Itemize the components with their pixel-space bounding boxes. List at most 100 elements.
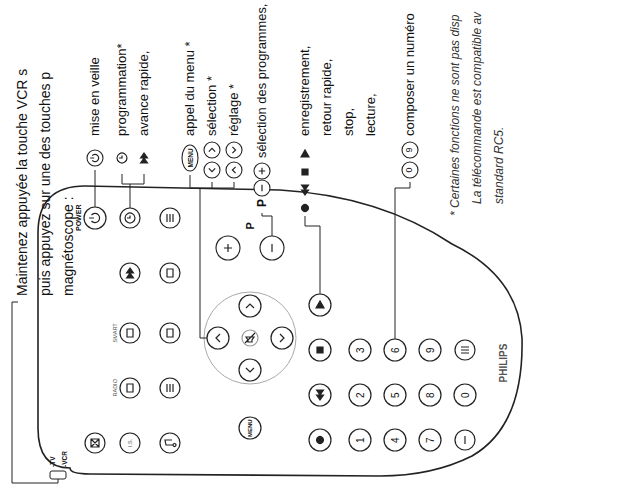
- button-ring: [455, 430, 475, 450]
- down-icon: [232, 147, 235, 153]
- remote-button: [384, 384, 406, 406]
- remote-button: [120, 378, 140, 398]
- button-ring: [120, 323, 140, 343]
- leader-line: [262, 213, 272, 236]
- remote-button: [309, 294, 331, 316]
- menu-key-label: MENU: [247, 419, 254, 437]
- button-ring: [84, 207, 106, 229]
- list-icon: [167, 384, 173, 392]
- instruction-text: magnétoscope :: [61, 196, 76, 296]
- button-ring: [384, 384, 406, 406]
- rect-icon: [127, 384, 133, 392]
- key-symbol: [226, 162, 242, 178]
- button-ring: [384, 339, 406, 361]
- key-symbol: [226, 142, 242, 158]
- footnote: standard RC5.: [493, 127, 506, 204]
- up-icon: [232, 167, 235, 173]
- button-ring: [207, 327, 229, 349]
- nav-ring: [204, 292, 296, 384]
- list-icon: [167, 214, 173, 222]
- function-label: programmation*: [115, 44, 129, 137]
- switch-label: -TV: [49, 457, 56, 467]
- key-symbol: [204, 162, 220, 178]
- symbol-column: [87, 142, 418, 212]
- button-ring: [85, 433, 105, 453]
- button-ring: [160, 433, 180, 453]
- remote-button: [309, 429, 331, 451]
- rec-icon: [317, 437, 324, 444]
- button-ring: [309, 339, 331, 361]
- key-symbol: [117, 153, 127, 163]
- remote-button: [455, 430, 475, 450]
- button-ring: [419, 339, 441, 361]
- remote-buttons: [84, 207, 476, 453]
- button-ring: [160, 323, 180, 343]
- switch-label: -VCR: [61, 451, 68, 467]
- down-icon: [280, 334, 284, 342]
- footnote: La télécommande est compatible av: [471, 12, 484, 204]
- symbol-ring: [87, 150, 103, 166]
- leader-lines: [12, 170, 410, 483]
- button-ring: [160, 263, 180, 283]
- key-label: SMART: [112, 323, 118, 342]
- symbol-ring: [254, 180, 270, 196]
- minus-icon: [271, 244, 272, 252]
- button-ring: [120, 208, 140, 228]
- digit-symbol-text: 9: [405, 147, 415, 152]
- key-symbol: [302, 169, 308, 175]
- digit-symbol-text: 0: [405, 167, 415, 172]
- key-label: I.S.: [127, 439, 133, 447]
- remote-button: [120, 263, 140, 283]
- key-symbol: [141, 153, 148, 163]
- remote-button: [309, 339, 331, 361]
- function-label: sélection *: [205, 76, 219, 136]
- mute-icon: [245, 333, 255, 343]
- play-icon: [301, 150, 309, 157]
- key-symbol: [302, 205, 309, 212]
- digit-key: 6: [390, 347, 401, 353]
- remote-button: [242, 330, 258, 346]
- function-label: composer un numéro: [403, 13, 417, 136]
- button-ring: [260, 236, 284, 260]
- remote-button: [419, 384, 441, 406]
- digit-key: 3: [355, 347, 366, 353]
- remote-button: [454, 384, 476, 406]
- remote-button: [239, 417, 261, 439]
- left-icon: [246, 368, 254, 372]
- instruction-text: Maintenez appuyée la touche VCR s: [15, 69, 30, 296]
- symbol-ring: [402, 142, 418, 158]
- button-ring: [419, 429, 441, 451]
- plus-icon: [259, 168, 265, 174]
- menu-symbol-text: MENU: [187, 148, 194, 167]
- remote-button: [239, 295, 261, 317]
- p-key-label: P: [244, 222, 256, 229]
- button-ring: [349, 384, 371, 406]
- remote-button: [309, 384, 331, 406]
- rec-icon: [302, 205, 309, 212]
- digit-key: 8: [425, 392, 436, 398]
- minus-icon: [261, 185, 262, 191]
- timer-icon: [117, 153, 127, 163]
- digit-key: 4: [390, 437, 401, 443]
- key-symbol: [302, 185, 309, 195]
- function-label: retour rapide,: [320, 59, 334, 136]
- leader-line: [190, 175, 234, 338]
- remote-button: [260, 236, 284, 260]
- symbol-ring: [204, 142, 220, 158]
- rect-icon: [167, 329, 173, 337]
- stop-icon: [302, 169, 308, 175]
- key-symbol: [254, 180, 270, 196]
- note-icon: [165, 440, 176, 447]
- remote-button: [419, 339, 441, 361]
- rect-icon: [127, 329, 133, 337]
- button-ring: [384, 429, 406, 451]
- function-label: enregistrement,: [298, 46, 312, 136]
- key-symbol: [402, 142, 418, 158]
- function-label: avance rapide,: [137, 51, 151, 136]
- symbol-ring: [254, 163, 270, 179]
- remote-button: [349, 339, 371, 361]
- remote-button: [120, 208, 140, 228]
- symbol-ring: [204, 162, 220, 178]
- key-symbol: [254, 163, 270, 179]
